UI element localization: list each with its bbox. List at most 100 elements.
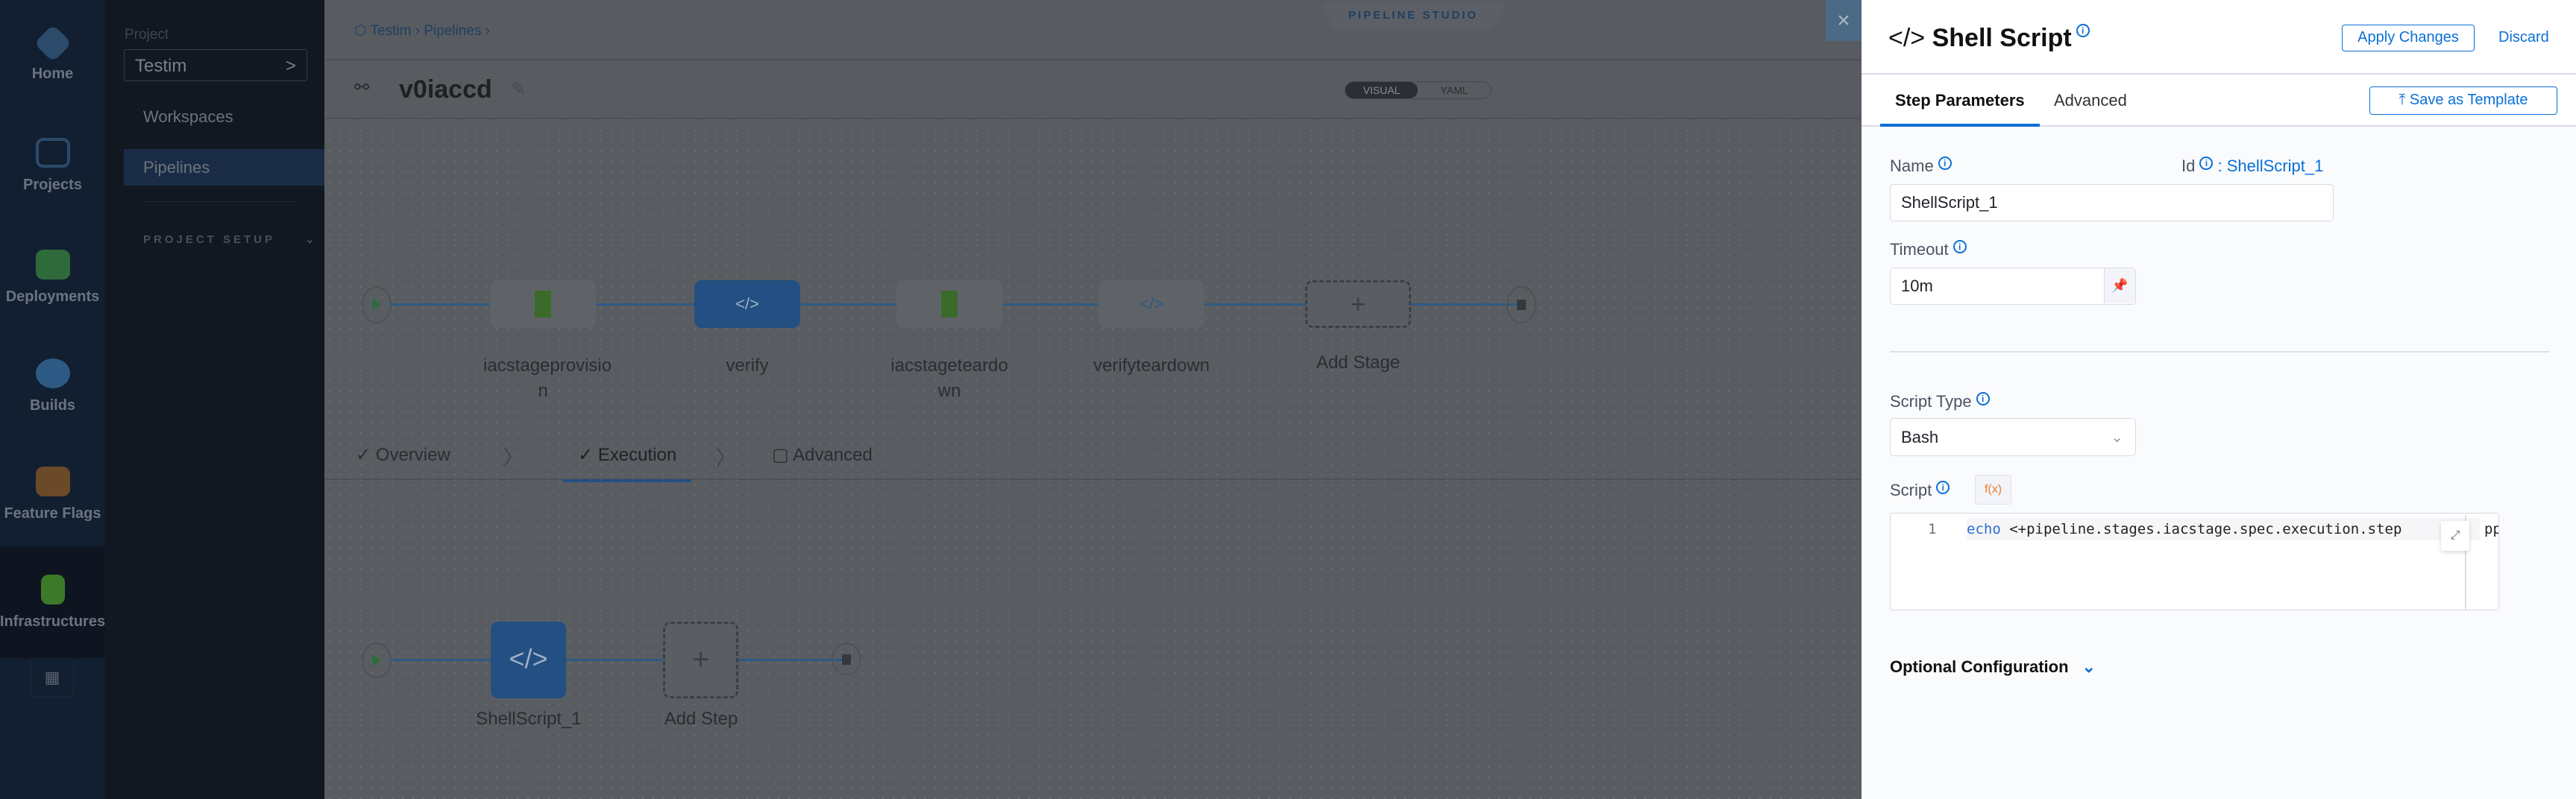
tab-advanced[interactable]: ▢ Advanced: [772, 445, 873, 465]
label-text: Id: [2181, 157, 2196, 175]
script-icon: </>: [1140, 294, 1163, 313]
divider: [1890, 351, 2549, 353]
stage-label: verifyteardown: [1093, 356, 1210, 376]
tab-label: Advanced: [793, 445, 873, 465]
panel-tabs: Step Parameters Advanced ⤒ Save as Templ…: [1862, 75, 2576, 127]
add-stage-button[interactable]: +: [1305, 280, 1411, 328]
label-text: Script: [1890, 481, 1932, 499]
tab-advanced-settings[interactable]: Advanced: [2054, 91, 2127, 110]
code-line: echo <+pipeline.stages.iacstage.spec.exe…: [1967, 518, 2480, 540]
timeout-input[interactable]: 10m📌: [1890, 268, 2136, 305]
label-text: Name: [1890, 157, 1934, 175]
toggle-yaml[interactable]: YAML: [1440, 84, 1468, 96]
play-icon: [372, 654, 381, 666]
apply-changes-button[interactable]: Apply Changes: [2342, 25, 2475, 51]
section-label: PROJECT SETUP: [143, 233, 276, 246]
code-keyword: echo: [1967, 521, 2001, 537]
script-editor[interactable]: 1 echo <+pipeline.stages.iacstage.spec.e…: [1890, 513, 2499, 610]
info-icon[interactable]: i: [1938, 157, 1952, 170]
top-header: ⬡ Testim › Pipelines › PIPELINE STUDIO: [324, 0, 1862, 60]
rail-infrastructures[interactable]: Infrastructures: [0, 546, 105, 658]
project-name: Testim: [135, 56, 187, 76]
tab-label: Overview: [375, 445, 450, 465]
infrastructure-icon: [941, 291, 958, 318]
rail-home[interactable]: Home: [0, 0, 105, 112]
optional-configuration-toggle[interactable]: Optional Configuration⌄: [1890, 657, 2096, 677]
home-icon: [34, 24, 72, 62]
name-input[interactable]: ShellScript_1: [1890, 184, 2334, 221]
rail-label: Projects: [23, 176, 82, 193]
edit-icon[interactable]: ✎: [511, 79, 527, 99]
discard-button[interactable]: Discard: [2498, 29, 2549, 45]
add-stage-label: Add Stage: [1316, 353, 1401, 373]
project-setup-section[interactable]: PROJECT SETUP⌄: [143, 233, 318, 246]
pipeline-title-bar: ⚯ v0iaccd ✎ VISUAL YAML: [324, 60, 1862, 119]
rail-builds[interactable]: Builds: [0, 330, 105, 442]
add-step-button[interactable]: +: [663, 622, 738, 698]
infrastructure-icon: [535, 291, 551, 318]
stage-node-verifyteardown[interactable]: </>: [1099, 280, 1204, 328]
pipeline-studio: ⬡ Testim › Pipelines › PIPELINE STUDIO ⚯…: [324, 0, 1862, 799]
stop-icon: [842, 654, 851, 665]
label-text: Script Type: [1890, 392, 1972, 411]
tab-step-parameters[interactable]: Step Parameters: [1880, 88, 2040, 127]
stage-label: verify: [726, 356, 769, 376]
chevron-right-icon: 〉: [503, 446, 524, 469]
stage-node-iacstageprovision[interactable]: [490, 280, 596, 328]
nav-workspaces[interactable]: Workspaces: [143, 107, 233, 126]
info-icon[interactable]: i: [1953, 240, 1967, 253]
tab-label: Execution: [597, 445, 677, 465]
breadcrumb-pipelines[interactable]: Pipelines: [424, 23, 482, 39]
input-value: ShellScript_1: [1901, 193, 1998, 212]
add-step-label: Add Step: [664, 709, 738, 729]
nav-pipelines[interactable]: Pipelines: [124, 149, 324, 186]
step-node-shellscript[interactable]: </>: [491, 622, 566, 698]
expression-toggle-button[interactable]: f(x): [1975, 475, 2011, 505]
stage-label: iacstageteardo wn: [890, 356, 1008, 401]
close-panel-button[interactable]: ×: [1826, 0, 1862, 41]
label-text: Timeout: [1890, 240, 1949, 259]
projects-icon: [35, 137, 70, 168]
info-icon[interactable]: i: [2076, 24, 2090, 37]
chevron-down-icon: ⌄: [2082, 657, 2096, 676]
stage-node-verify[interactable]: </>: [694, 280, 800, 328]
stage-node-iacstageteardown[interactable]: [896, 280, 1002, 328]
step-label: ShellScript_1: [476, 709, 582, 729]
pin-icon[interactable]: 📌: [2104, 268, 2135, 303]
info-icon[interactable]: i: [1976, 392, 1990, 405]
chevron-down-icon: ⌄: [2111, 429, 2123, 446]
save-as-template-button[interactable]: ⤒ Save as Template: [2369, 86, 2557, 115]
info-icon[interactable]: i: [1936, 481, 1950, 494]
upload-icon: ⤒: [2398, 92, 2410, 108]
deployments-icon: [35, 249, 70, 280]
pipeline-start: [362, 286, 392, 323]
breadcrumb-testim[interactable]: Testim: [370, 23, 412, 39]
project-select[interactable]: Testim>: [124, 49, 307, 81]
grid-icon[interactable]: ▦: [31, 660, 74, 698]
tab-overview[interactable]: ✓ Overview: [356, 445, 450, 465]
rail-label: Home: [31, 65, 74, 82]
info-icon[interactable]: i: [2199, 157, 2214, 170]
expand-icon[interactable]: ⤢: [2441, 521, 2469, 551]
code-icon: </>: [1888, 24, 1932, 52]
editor-scrollbar[interactable]: [2465, 515, 2466, 610]
rail-feature-flags[interactable]: Feature Flags: [0, 438, 105, 550]
rail-projects[interactable]: Projects: [0, 110, 105, 221]
id-value: : ShellScript_1: [2217, 157, 2324, 175]
project-label: Project: [125, 27, 169, 42]
nav-label: Pipelines: [143, 158, 210, 177]
toggle-visual[interactable]: VISUAL: [1345, 82, 1418, 98]
left-rail: Home Projects Deployments Builds Feature…: [0, 0, 105, 799]
script-type-select[interactable]: Bash⌄: [1890, 418, 2136, 456]
code-text: <+pipeline.stages.iacstage.spec.executio…: [2000, 521, 2402, 537]
tab-execution[interactable]: ✓ Execution: [563, 444, 692, 482]
button-label: Save as Template: [2409, 92, 2528, 108]
execution-start: [362, 642, 392, 678]
execution-end: [832, 642, 861, 675]
rail-deployments[interactable]: Deployments: [0, 221, 105, 333]
